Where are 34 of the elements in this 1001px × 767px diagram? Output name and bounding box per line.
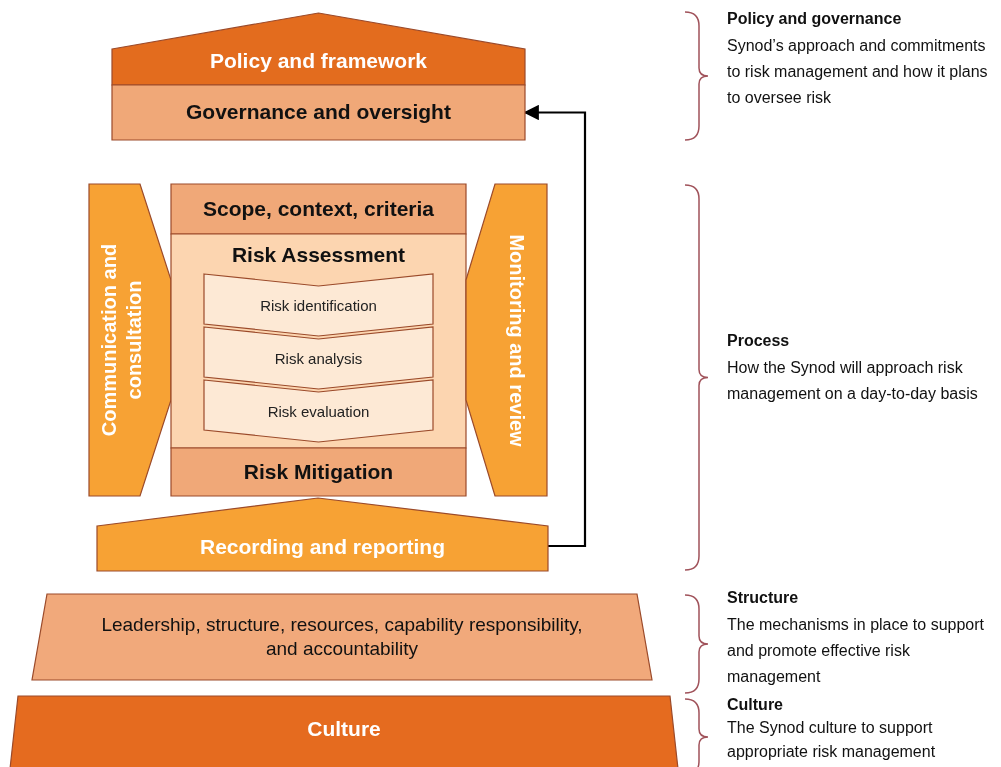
- node-label: Communication and consultation: [97, 242, 146, 439]
- node-label: Scope, context, criteria: [201, 195, 436, 222]
- node-label: Risk identification: [259, 295, 378, 316]
- process-panel: [171, 234, 466, 448]
- trapezoid-layer: [32, 594, 652, 680]
- node-label: Risk Assessment: [230, 241, 407, 268]
- node-label: Culture: [306, 715, 382, 742]
- node-label: Risk evaluation: [266, 401, 371, 422]
- roof-shape: [112, 13, 525, 85]
- annotation-heading: Culture: [727, 695, 784, 715]
- node-label: Risk analysis: [273, 348, 364, 369]
- annotation-text: How the Synod will approach risk management on a day-to-day basis: [727, 358, 979, 404]
- chevron-step: [204, 327, 433, 389]
- process-box: [171, 184, 466, 234]
- node-label: Governance and oversight: [185, 99, 452, 126]
- chevron-step: [204, 274, 433, 336]
- side-panel: [89, 184, 171, 496]
- node-label: Monitoring and review: [504, 232, 528, 449]
- side-panel: [466, 184, 547, 496]
- annotation-text: The Synod culture to support appropriate risk management: [727, 718, 937, 762]
- process-box: [171, 448, 466, 496]
- annotation-heading: Process: [727, 331, 791, 351]
- annotation-text: The mechanisms in place to support and promote effective risk management: [727, 615, 985, 687]
- roof-shape: [97, 498, 548, 571]
- node-label: Recording and reporting: [199, 533, 446, 560]
- trapezoid-layer: [8, 696, 680, 767]
- annotation-text: Synod’s approach and commitments to risk management and how it plans to oversee risk: [727, 36, 989, 108]
- node-label: Policy and framework: [208, 47, 429, 74]
- process-box: [112, 85, 525, 140]
- chevron-step: [204, 380, 433, 442]
- node-label: Leadership, structure, resources, capability responsibility, and accountability: [100, 613, 584, 661]
- annotation-heading: Structure: [727, 588, 800, 608]
- annotation-heading: Policy and governance: [727, 9, 903, 29]
- node-label: Risk Mitigation: [242, 458, 395, 485]
